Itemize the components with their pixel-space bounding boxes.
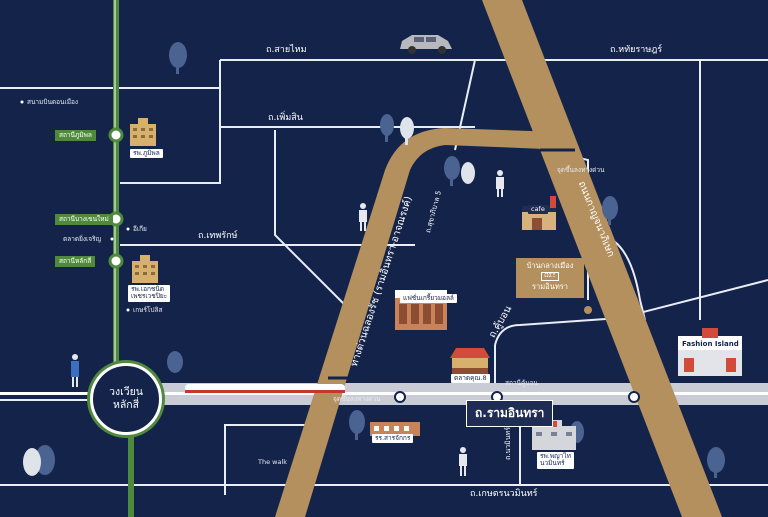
station-bang-khen: สถานีบางเขนใหม่ <box>55 214 113 225</box>
fashion-island-icon <box>678 328 742 376</box>
school-icon <box>370 422 420 436</box>
label-bhumibol-hospital: รพ.ภูมิพล <box>130 149 163 158</box>
station-phahon: สถานีภูมิพล <box>55 130 96 141</box>
station-lak-si-dot <box>108 253 124 269</box>
station-khu-bon: สถานีคู้บอน <box>505 379 538 387</box>
callout-line1: บ้านกลางเมือง <box>526 261 574 270</box>
label-thepharak: ถ.เทพรักษ์ <box>198 231 238 241</box>
label-nawamin: ถ.นวมินทร์ <box>504 427 512 460</box>
location-pin-icon <box>584 306 592 314</box>
label-bang-khen-market: ตลาดยิ่งเจริญ <box>63 235 102 243</box>
project-callout[interactable]: บ้านกลางเมือง ΩΣΞ รามอินทรา <box>516 258 584 298</box>
hospital-line2: นวมินทร์ <box>540 459 565 468</box>
circle-line2: หลักสี่ <box>112 399 140 411</box>
callout-line2: รามอินทรา <box>532 282 568 292</box>
green-rail-line-south <box>128 432 134 517</box>
label-ram-intra: ถ.รามอินทรา <box>466 400 554 427</box>
label-ket-nawamin: ถ.เกษตรนวมินทร์ <box>470 489 538 499</box>
kanchanaphisek-road <box>482 0 722 517</box>
label-fashion-island: Fashion Island <box>679 340 742 349</box>
lak-si-circle: วงเวียน หลักสี่ <box>90 363 162 435</box>
road-south-west <box>224 424 305 495</box>
siriraj-line2: เพชรเวชปิยะ <box>131 292 168 301</box>
label-hospital-nawamin: รพ.พญาไท นวมินทร์ <box>537 452 574 469</box>
label-phum-sin: ถ.เพิ่มสิน <box>268 113 303 123</box>
siriraj-line1: รพ.เอกชนิด <box>131 285 164 293</box>
label-market: ตลาดคุณ.8 <box>451 374 490 383</box>
label-don-mueang: สนามบินดอนเมือง <box>27 98 79 106</box>
station-dot <box>394 391 406 403</box>
station-lak-si: สถานีหลักสี่ <box>55 256 96 267</box>
label-pink-mall: แฟชั่นเกรี้ยวมอลล์ <box>400 294 457 303</box>
station-phahon-dot <box>108 127 124 143</box>
label-expressway-gate: จุดขึ้นลงทางด่วน <box>557 166 605 174</box>
hospital-nawamin-icon <box>532 420 576 450</box>
car-icon <box>400 35 452 54</box>
road-inner-west <box>274 130 346 306</box>
label-expressway-gate-2: จุดขึ้นลงทางด่วน <box>333 395 381 403</box>
callout-logo: ΩΣΞ <box>541 272 559 282</box>
label-cafe: cafe <box>528 205 548 214</box>
expressway-road <box>275 128 570 517</box>
label-school: รร.สารจักกร <box>372 434 414 443</box>
circle-line1: วงเวียน <box>109 386 143 399</box>
pedestrian-icons <box>71 170 504 476</box>
label-the-walk: The walk <box>258 458 288 466</box>
label-siriraj-hospital: รพ.เอกชนิด เพชรเวชปิยะ <box>128 285 171 302</box>
train <box>185 384 345 393</box>
market-stall-icon <box>450 348 490 376</box>
station-dot <box>628 391 640 403</box>
road-khu-bon <box>494 279 768 346</box>
label-sailom: เกษร์โปลิส <box>133 306 163 314</box>
label-sai-mai: ถ.สายไหม <box>266 45 307 55</box>
siriraj-hospital-icon <box>132 255 158 283</box>
road-bhumibol <box>120 60 221 184</box>
label-haruthai: ถ.หทัยราษฎร์ <box>610 45 663 55</box>
hospital-line1: รพ.พญาไท <box>540 452 571 460</box>
bhumibol-hospital-icon <box>130 118 156 146</box>
label-ikea: อีเกีย <box>133 225 147 233</box>
